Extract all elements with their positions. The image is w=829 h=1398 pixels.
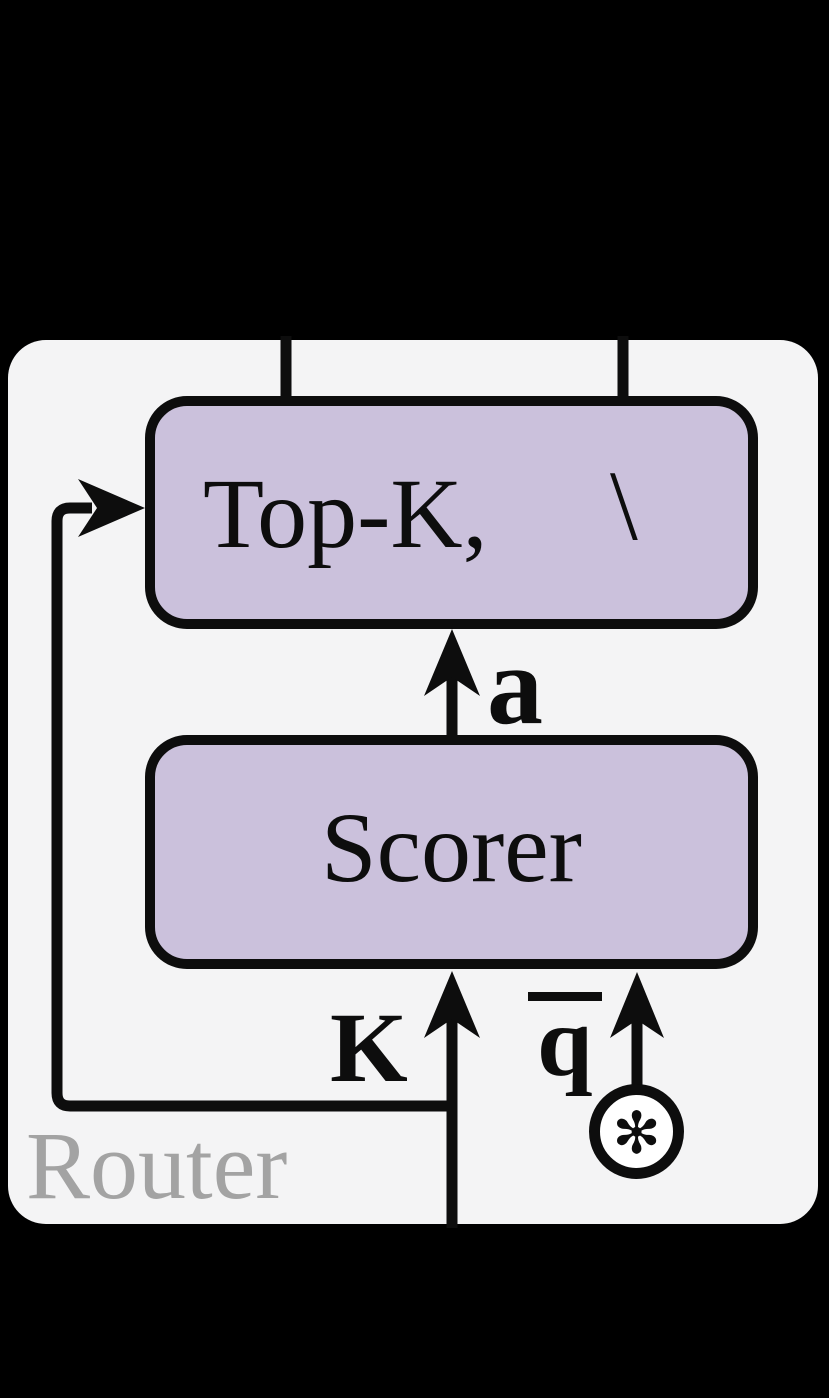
scorer-label: Scorer — [321, 792, 582, 903]
keys-label: K — [330, 992, 408, 1103]
topk-box: Top-K, \ — [145, 396, 758, 629]
attention-vector-label: a — [487, 624, 543, 748]
circled-asterisk-icon: ✻ — [612, 1098, 661, 1167]
scorer-box: Scorer — [145, 735, 758, 969]
circled-asterisk-operator: ✻ — [589, 1084, 684, 1179]
router-label: Router — [26, 1112, 288, 1219]
q-bar-label: q — [528, 992, 602, 1092]
topk-label: Top-K, — [203, 458, 488, 569]
topk-suffix-backslash: \ — [610, 450, 638, 561]
